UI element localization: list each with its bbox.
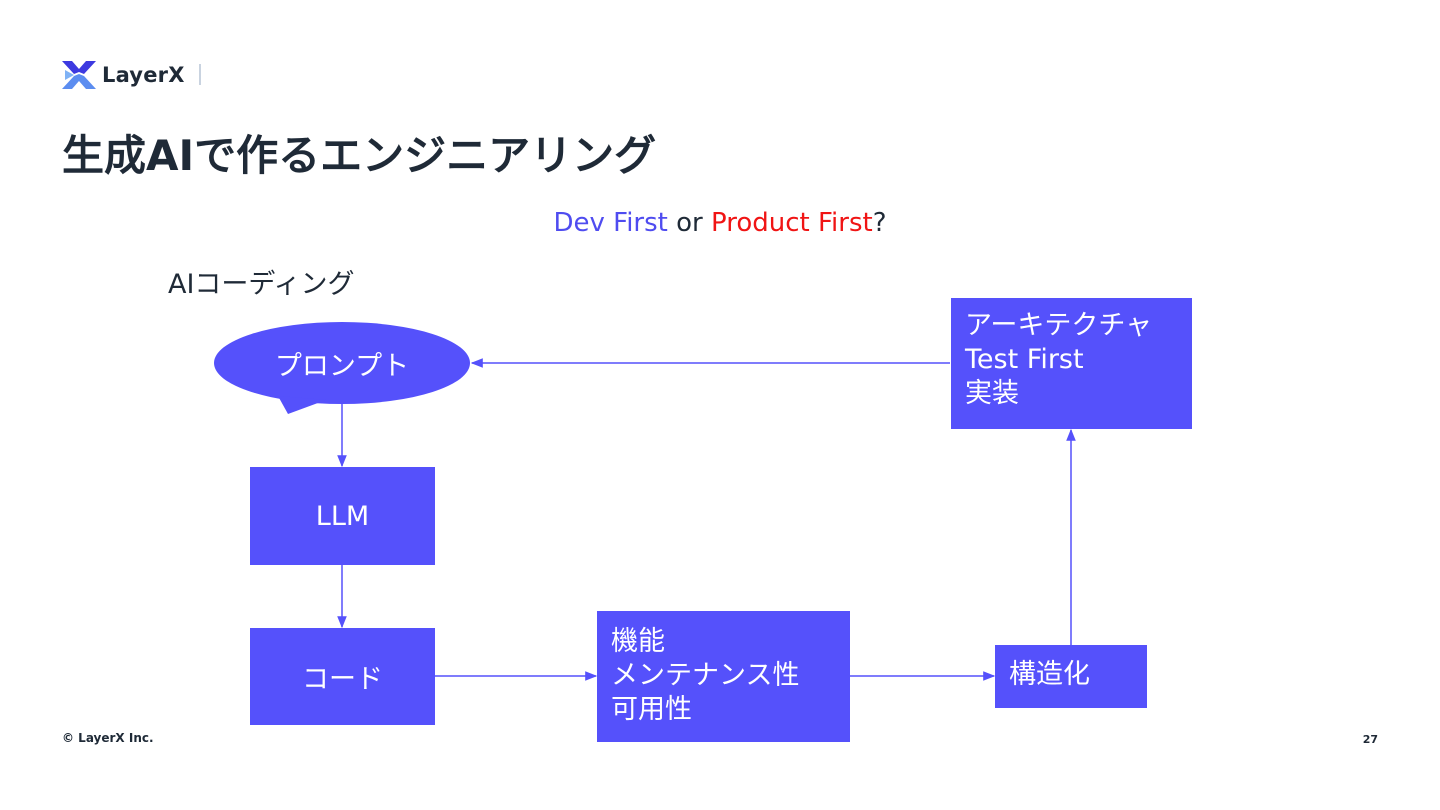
subtitle-question: ?	[872, 208, 887, 238]
layerx-logo: LayerX	[62, 60, 185, 90]
code-label: コード	[302, 664, 383, 695]
llm-label: LLM	[315, 500, 370, 532]
quality-item-function: 機能	[611, 626, 665, 657]
prompt-label: プロンプト	[274, 350, 410, 382]
subtitle: Dev First or Product First?	[0, 208, 1440, 238]
subtitle-or: or	[667, 208, 711, 238]
structure-box: 構造化	[995, 645, 1147, 708]
subtitle-dev-first: Dev First	[553, 208, 668, 238]
architecture-item-test-first: Test First	[965, 344, 1084, 375]
quality-box: 機能 メンテナンス性 可用性	[597, 611, 850, 742]
page-title: 生成AIで作るエンジニアリング	[62, 131, 657, 180]
prompt-bubble-shape	[214, 322, 470, 414]
architecture-box: アーキテクチャ Test First 実装	[951, 298, 1192, 429]
subtitle-product-first: Product First	[711, 208, 873, 238]
llm-box: LLM	[250, 467, 435, 565]
quality-item-maintainability: メンテナンス性	[611, 660, 800, 691]
logo-text: LayerX	[102, 63, 185, 87]
architecture-item-architecture: アーキテクチャ	[965, 310, 1153, 341]
logo-divider	[199, 64, 201, 85]
section-label: AIコーディング	[168, 269, 355, 300]
architecture-item-implementation: 実装	[965, 378, 1019, 409]
layerx-logo-icon	[62, 61, 96, 89]
quality-item-availability: 可用性	[611, 694, 692, 725]
page-number: 27	[1362, 733, 1378, 746]
code-box: コード	[250, 628, 435, 725]
structure-label: 構造化	[1009, 659, 1090, 690]
copyright: © LayerX Inc.	[62, 731, 154, 745]
